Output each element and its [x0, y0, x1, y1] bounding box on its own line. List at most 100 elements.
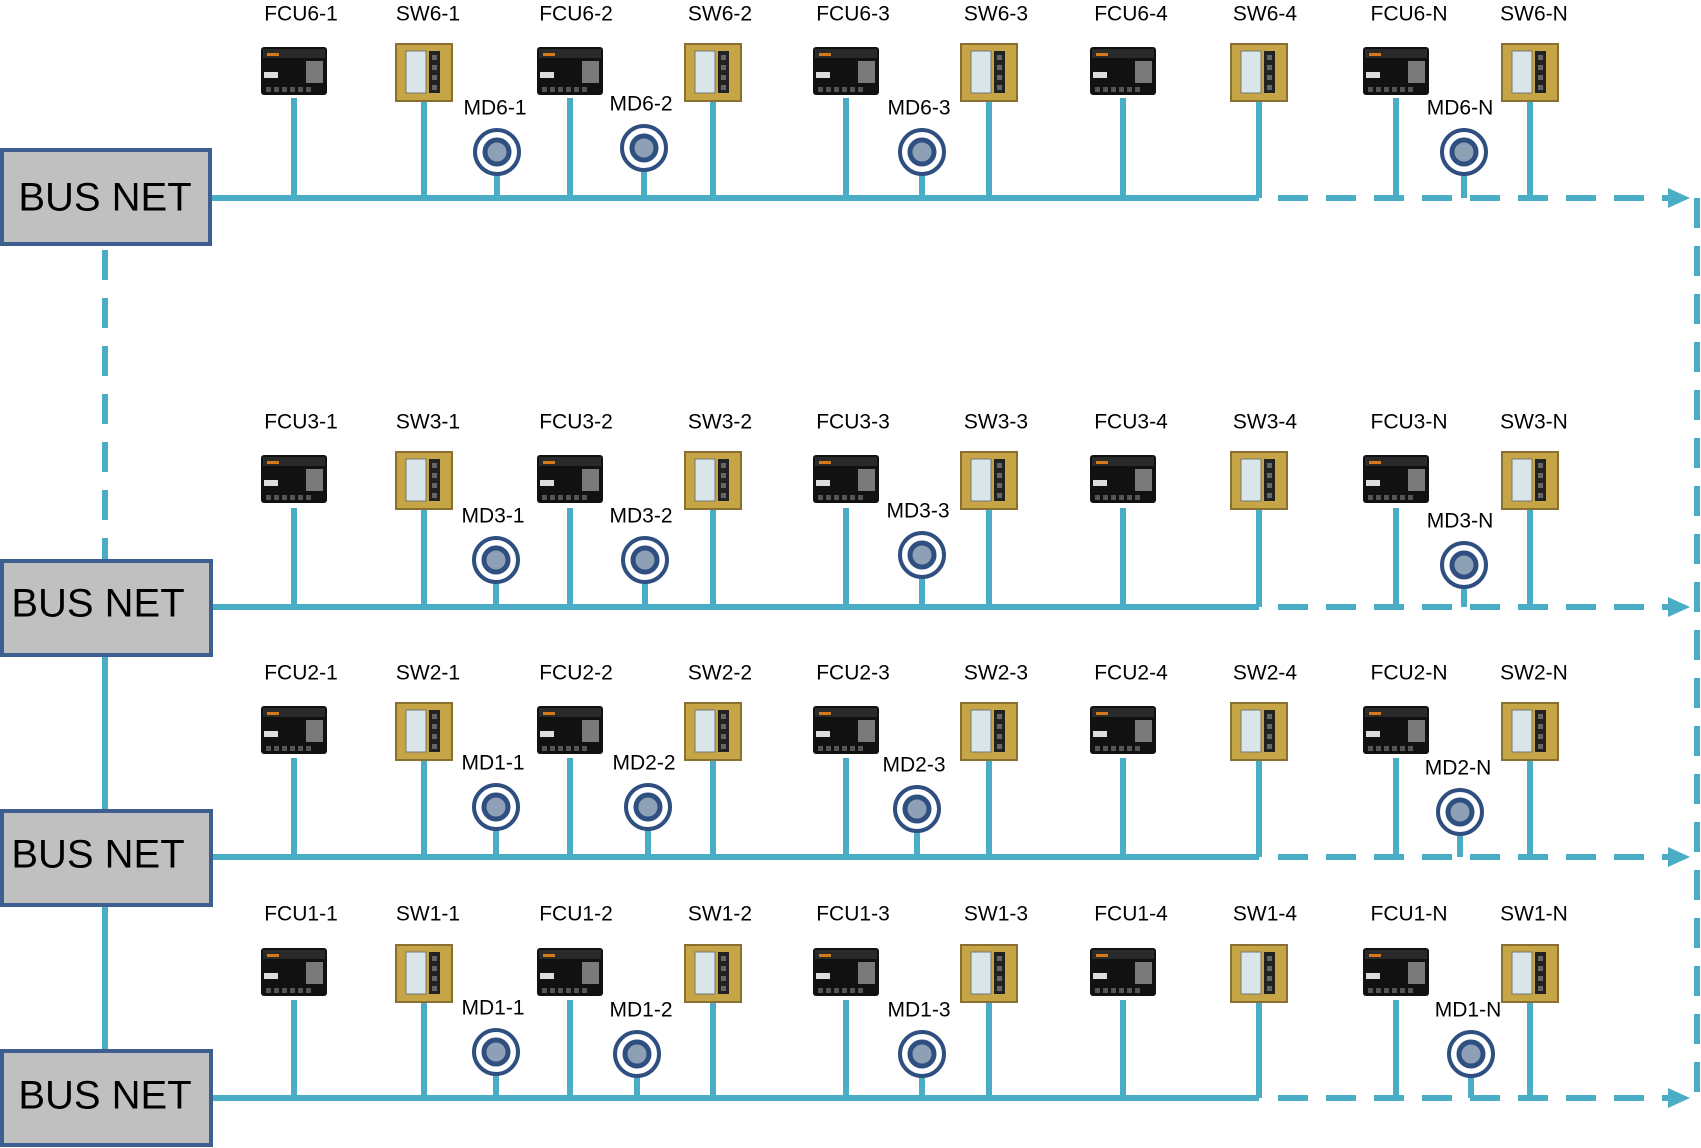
- wall-switch-panel-icon: [960, 451, 1018, 510]
- motion-detector-icon: [621, 536, 669, 584]
- switch-label: SW1-3: [964, 903, 1028, 926]
- bus-arrow: [1668, 1088, 1690, 1108]
- motion-detector-icon: [1436, 788, 1484, 836]
- fcu-controller-icon: [261, 455, 327, 503]
- fcu-label: FCU2-3: [816, 662, 890, 685]
- fcu-label: FCU3-2: [539, 411, 613, 434]
- wall-switch-panel-icon: [1501, 451, 1559, 510]
- bus-net-label: BUS NET: [18, 176, 191, 220]
- bus-net-label: BUS NET: [11, 582, 184, 626]
- fcu-controller-icon: [537, 706, 603, 754]
- sensor-label: MD1-2: [609, 999, 672, 1022]
- wall-switch-panel-icon: [960, 43, 1018, 102]
- wall-switch-panel-icon: [1230, 451, 1288, 510]
- wall-switch-panel-icon: [395, 702, 453, 761]
- fcu-label: FCU6-N: [1371, 3, 1448, 26]
- switch-label: SW1-1: [396, 903, 460, 926]
- wall-switch-panel-icon: [1230, 944, 1288, 1003]
- switch-label: SW6-4: [1233, 3, 1298, 26]
- sensor-label: MD3-2: [609, 505, 672, 528]
- wall-switch-panel-icon: [395, 944, 453, 1003]
- switch-label: SW1-2: [688, 903, 752, 926]
- sensor-label: MD6-N: [1427, 97, 1494, 120]
- sensor-label: MD3-N: [1427, 510, 1494, 533]
- motion-detector-icon: [472, 1028, 520, 1076]
- switch-label: SW2-1: [396, 662, 460, 685]
- fcu-controller-icon: [813, 455, 879, 503]
- fcu-controller-icon: [1090, 47, 1156, 95]
- sensor-label: MD3-3: [886, 500, 949, 523]
- fcu-controller-icon: [537, 455, 603, 503]
- motion-detector-icon: [898, 1030, 946, 1078]
- switch-label: SW3-2: [688, 411, 752, 434]
- bus-arrow: [1668, 188, 1690, 208]
- motion-detector-icon: [898, 531, 946, 579]
- fcu-label: FCU2-4: [1094, 662, 1168, 685]
- sensor-label: MD2-3: [882, 754, 945, 777]
- bus-net-box: BUS NET: [0, 559, 213, 657]
- fcu-controller-icon: [261, 47, 327, 95]
- fcu-label: FCU1-3: [816, 903, 890, 926]
- sensor-label: MD6-2: [609, 93, 672, 116]
- bus-net-box: BUS NET: [0, 809, 213, 907]
- switch-label: SW6-N: [1500, 3, 1568, 26]
- fcu-controller-icon: [1090, 948, 1156, 996]
- motion-detector-icon: [472, 783, 520, 831]
- switch-label: SW6-2: [688, 3, 752, 26]
- sensor-label: MD1-1: [461, 752, 524, 775]
- fcu-controller-icon: [813, 948, 879, 996]
- fcu-label: FCU6-2: [539, 3, 613, 26]
- switch-label: SW6-1: [396, 3, 460, 26]
- wall-switch-panel-icon: [960, 702, 1018, 761]
- fcu-label: FCU3-1: [264, 411, 338, 434]
- switch-label: SW3-4: [1233, 411, 1298, 434]
- switch-label: SW3-1: [396, 411, 460, 434]
- fcu-controller-icon: [261, 706, 327, 754]
- sensor-label: MD2-2: [612, 752, 675, 775]
- fcu-controller-icon: [261, 948, 327, 996]
- bus-net-box: BUS NET: [0, 148, 212, 246]
- fcu-label: FCU3-4: [1094, 411, 1168, 434]
- switch-label: SW6-3: [964, 3, 1028, 26]
- fcu-label: FCU6-3: [816, 3, 890, 26]
- fcu-label: FCU2-2: [539, 662, 613, 685]
- switch-label: SW2-3: [964, 662, 1028, 685]
- bus-net-label: BUS NET: [18, 1074, 191, 1118]
- wall-switch-panel-icon: [1230, 43, 1288, 102]
- wall-switch-panel-icon: [684, 944, 742, 1003]
- fcu-label: FCU1-2: [539, 903, 613, 926]
- sensor-label: MD2-N: [1425, 757, 1492, 780]
- sensor-label: MD1-N: [1435, 999, 1502, 1022]
- fcu-controller-icon: [1363, 455, 1429, 503]
- fcu-controller-icon: [1363, 706, 1429, 754]
- sensor-label: MD1-1: [461, 997, 524, 1020]
- motion-detector-icon: [613, 1030, 661, 1078]
- motion-detector-icon: [893, 785, 941, 833]
- fcu-controller-icon: [1363, 47, 1429, 95]
- fcu-label: FCU1-4: [1094, 903, 1168, 926]
- bus-arrow: [1668, 597, 1690, 617]
- sensor-label: MD6-3: [887, 97, 950, 120]
- fcu-controller-icon: [813, 47, 879, 95]
- fcu-controller-icon: [813, 706, 879, 754]
- motion-detector-icon: [473, 128, 521, 176]
- wall-switch-panel-icon: [1501, 944, 1559, 1003]
- motion-detector-icon: [1447, 1030, 1495, 1078]
- fcu-controller-icon: [1090, 455, 1156, 503]
- bus-arrow: [1668, 847, 1690, 867]
- wall-switch-panel-icon: [1501, 702, 1559, 761]
- bus-net-box: BUS NET: [0, 1049, 213, 1147]
- fcu-controller-icon: [1363, 948, 1429, 996]
- motion-detector-icon: [624, 783, 672, 831]
- motion-detector-icon: [472, 536, 520, 584]
- switch-label: SW3-N: [1500, 411, 1568, 434]
- motion-detector-icon: [1440, 541, 1488, 589]
- sensor-label: MD1-3: [887, 999, 950, 1022]
- motion-detector-icon: [620, 124, 668, 172]
- fcu-label: FCU1-N: [1371, 903, 1448, 926]
- wall-switch-panel-icon: [684, 43, 742, 102]
